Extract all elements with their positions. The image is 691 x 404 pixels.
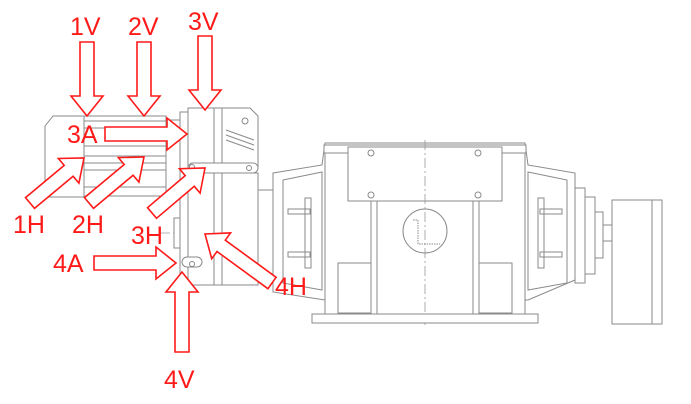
- label-3a: 3A: [67, 121, 98, 149]
- label-1h: 1H: [13, 211, 45, 239]
- arrow-3h: [146, 167, 206, 220]
- label-3h: 3H: [131, 222, 163, 250]
- label-2h: 2H: [72, 211, 104, 239]
- label-1v: 1V: [70, 13, 101, 41]
- arrow-3v: [187, 35, 223, 112]
- measurement-arrows: [24, 35, 278, 353]
- label-3v: 3V: [188, 8, 219, 36]
- label-4v: 4V: [164, 366, 195, 394]
- arrow-4v: [164, 270, 200, 353]
- arrow-1h: [24, 157, 85, 210]
- arrow-1v: [69, 41, 105, 118]
- end-block: [611, 199, 663, 325]
- arrow-4h: [203, 232, 278, 290]
- gearbox: [173, 107, 274, 286]
- arrow-2v: [126, 41, 162, 118]
- arrow-2h: [83, 156, 145, 210]
- driven-machine: [272, 140, 614, 325]
- label-4a: 4A: [53, 250, 84, 278]
- label-2v: 2V: [128, 13, 159, 41]
- arrow-4a: [93, 245, 178, 281]
- label-4h: 4H: [275, 273, 307, 301]
- arrow-3a: [104, 116, 189, 152]
